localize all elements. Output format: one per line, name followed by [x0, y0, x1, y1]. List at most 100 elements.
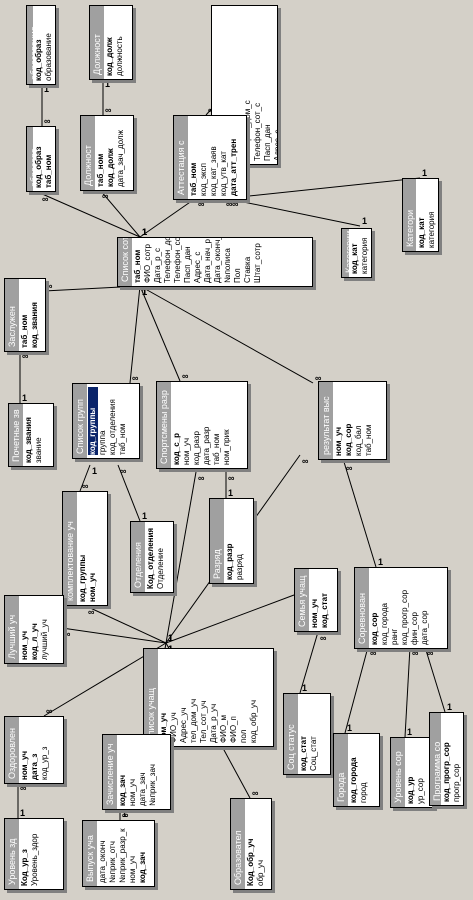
field-name[interactable]: №прик_зач [148, 764, 157, 806]
field-name[interactable]: категория [427, 211, 436, 248]
field-name[interactable]: ФИО_п [229, 716, 238, 743]
field-name[interactable]: код_с_р [172, 433, 181, 465]
table-title[interactable]: комплектование уч [63, 492, 77, 605]
table-title[interactable]: результат выс [319, 382, 333, 459]
field-name[interactable]: таб_ном [20, 314, 29, 348]
field-name[interactable]: код_ур [406, 776, 415, 804]
field-name[interactable]: ном_уч [20, 750, 29, 780]
field-name[interactable]: Дата_р_уч [209, 703, 218, 743]
field-name[interactable]: Код_обр_уч [246, 838, 255, 886]
field-name[interactable]: город [359, 782, 368, 803]
field-name[interactable]: обр_уч [256, 859, 265, 886]
table-title[interactable]: Заслужен [5, 279, 19, 351]
field-name[interactable]: ном_уч [128, 779, 137, 806]
field-name[interactable]: группа [98, 430, 107, 455]
field-name[interactable]: дата_оконч [98, 840, 107, 884]
field-name[interactable]: Пасп_дан [183, 246, 192, 283]
field-name[interactable]: категория [360, 237, 369, 274]
field-name[interactable]: код_сор [370, 612, 379, 645]
table-title[interactable]: Категории [342, 229, 349, 277]
field-name[interactable]: код_отделения [108, 399, 117, 455]
field-name[interactable]: Телефон_сот_с [253, 102, 262, 161]
table-title[interactable]: Соревнован [355, 568, 369, 648]
table-title[interactable]: Уровень сор [391, 738, 405, 807]
table-title[interactable]: Программа со [430, 713, 441, 805]
table-title[interactable]: Список учащ [144, 649, 158, 746]
field-name[interactable]: дата_атт_трен [229, 138, 238, 196]
field-name[interactable]: Дата_оконч_р [213, 237, 222, 283]
table-title[interactable]: Уровень зд [5, 819, 19, 889]
field-name[interactable]: код_эксп [199, 163, 208, 196]
table-title[interactable]: Разряд [210, 499, 224, 583]
table-title[interactable]: Почетные зв [9, 404, 23, 466]
field-name[interactable]: таб_ном [44, 154, 53, 188]
field-name[interactable]: фин_сор [410, 612, 419, 645]
table-title[interactable]: Спортсмены разр [157, 382, 171, 468]
field-name[interactable]: ном_уч [20, 630, 29, 660]
table-title[interactable]: Список групп [73, 384, 87, 458]
table-title[interactable]: Образовател [231, 799, 245, 889]
table-title[interactable]: Выпуск уча [83, 821, 97, 886]
field-name[interactable]: должность [115, 36, 124, 76]
field-name[interactable]: код_долж [106, 148, 115, 187]
field-name[interactable]: ФИО_м [219, 714, 228, 743]
field-name[interactable]: код_города [380, 602, 389, 645]
field-name[interactable]: дата_зач [138, 772, 147, 806]
field-name[interactable]: ФИО_сотр [143, 244, 152, 283]
field-name[interactable]: тел_дом_уч [189, 698, 198, 743]
field-name[interactable]: Уровень_здор [30, 833, 39, 886]
field-name[interactable]: ном_уч [88, 572, 97, 602]
table-title[interactable]: Список сотр [118, 238, 132, 286]
field-name[interactable]: код_кат [417, 217, 426, 248]
field-name[interactable]: Код_отделения [146, 527, 155, 589]
field-name[interactable]: Пол [233, 268, 242, 283]
field-name[interactable]: код_прогр_сор [400, 589, 409, 645]
field-name[interactable]: Дата_р_с [153, 247, 162, 283]
field-name[interactable]: ур_сор [416, 778, 425, 804]
field-name[interactable]: №полиса [223, 248, 232, 283]
table-title[interactable]: Оздоровлен [5, 717, 19, 783]
field-name[interactable]: ном_уч [182, 438, 191, 465]
table-title[interactable]: Аттестация с [174, 116, 188, 199]
field-name[interactable]: Соц_стат [309, 736, 318, 771]
field-name[interactable]: код_стат [320, 593, 329, 628]
field-name[interactable]: код_л_уч [30, 623, 39, 660]
field-name[interactable]: ном_уч [310, 598, 319, 628]
field-name[interactable]: Отделение [156, 548, 165, 589]
field-name[interactable]: пол [239, 729, 248, 743]
table-title[interactable]: Семья учащ [295, 569, 309, 631]
field-name[interactable]: код_образ [34, 146, 43, 188]
field-name[interactable]: таб_ном [96, 153, 105, 187]
field-name[interactable]: Телефон_сот_с [173, 237, 182, 283]
table-title[interactable]: Зачисление уч [103, 735, 117, 809]
table-title[interactable]: Должност [81, 116, 95, 190]
field-name[interactable]: ном_прик [222, 429, 231, 465]
field-name[interactable]: код_кат_заяв [209, 146, 218, 196]
